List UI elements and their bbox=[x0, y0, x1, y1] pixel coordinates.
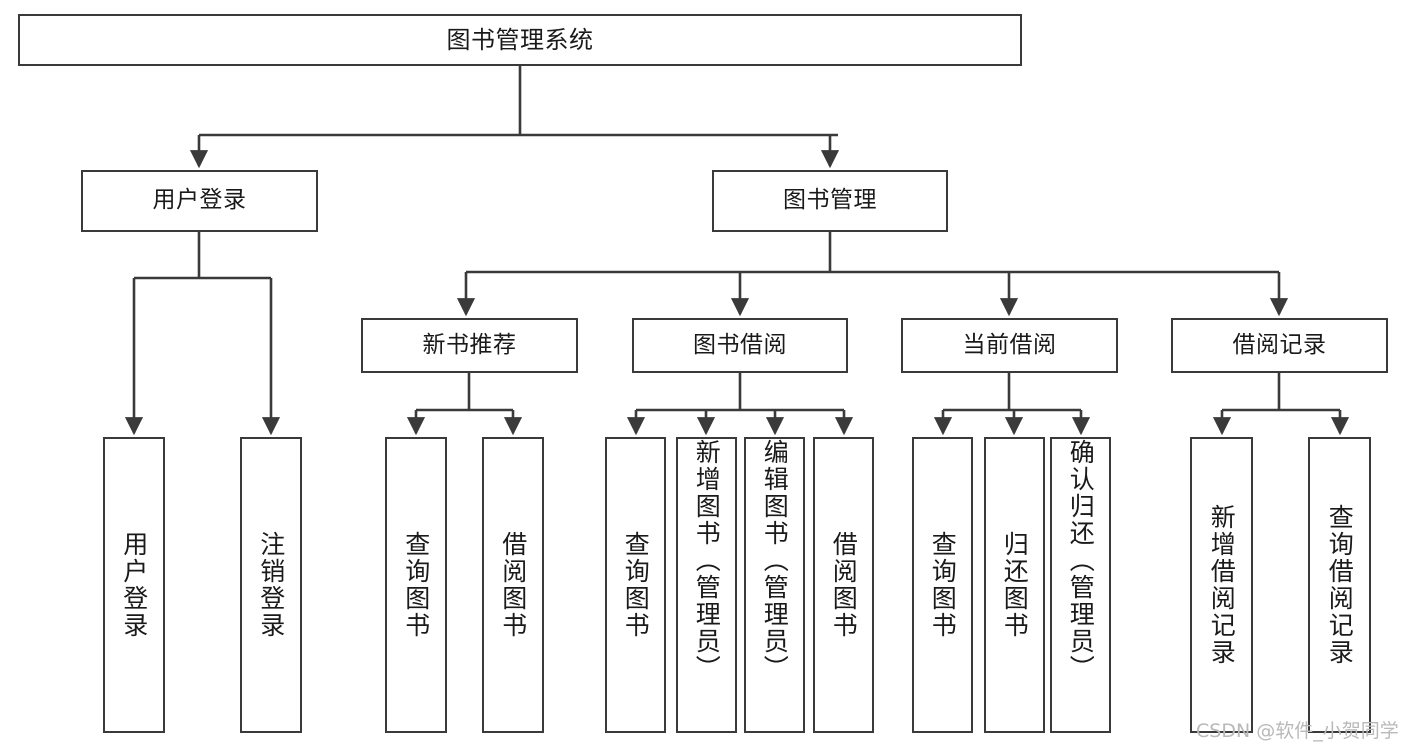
node-label: 新书推荐 bbox=[422, 331, 517, 358]
node-label: 查询图书 bbox=[621, 531, 651, 639]
node-label: 图书管理 bbox=[783, 187, 877, 214]
leaf-borrow-query-book[interactable]: 查询图书 bbox=[605, 437, 666, 733]
node-label: 确认归还（管理员） bbox=[1066, 439, 1096, 682]
leaf-user-login-logout[interactable]: 注销登录 bbox=[240, 437, 302, 733]
node-label: 编辑图书（管理员） bbox=[760, 439, 790, 682]
node-label: 查询借阅记录 bbox=[1325, 504, 1355, 666]
node-book-management[interactable]: 图书管理 bbox=[712, 170, 948, 232]
leaf-record-add-record[interactable]: 新增借阅记录 bbox=[1190, 437, 1253, 733]
leaf-record-query-record[interactable]: 查询借阅记录 bbox=[1308, 437, 1371, 733]
node-label: 新增图书（管理员） bbox=[692, 439, 722, 682]
node-label: 用户登录 bbox=[152, 187, 247, 214]
watermark-csdn: CSDN @软件_小贺同学 bbox=[1196, 716, 1399, 743]
watermark-text: CSDN @软件_小贺同学 bbox=[1196, 720, 1399, 742]
node-label: 借阅图书 bbox=[829, 531, 859, 639]
node-book-borrow[interactable]: 图书借阅 bbox=[632, 318, 848, 373]
node-current-borrow[interactable]: 当前借阅 bbox=[901, 318, 1118, 373]
node-label: 归还图书 bbox=[1000, 531, 1030, 639]
node-label: 查询图书 bbox=[928, 531, 958, 639]
node-label: 新增借阅记录 bbox=[1207, 504, 1237, 666]
node-label: 借阅记录 bbox=[1232, 331, 1327, 358]
node-label: 用户登录 bbox=[119, 531, 149, 639]
leaf-borrow-borrow-book[interactable]: 借阅图书 bbox=[813, 437, 874, 733]
leaf-current-return-book[interactable]: 归还图书 bbox=[984, 437, 1045, 733]
node-label: 查询图书 bbox=[401, 531, 431, 639]
leaf-current-confirm-return-admin[interactable]: 确认归还（管理员） bbox=[1050, 437, 1111, 733]
leaf-newbook-borrow-book[interactable]: 借阅图书 bbox=[482, 437, 544, 733]
node-label: 当前借阅 bbox=[962, 331, 1057, 358]
leaf-current-query-book[interactable]: 查询图书 bbox=[912, 437, 973, 733]
leaf-user-login-login[interactable]: 用户登录 bbox=[103, 437, 165, 733]
node-new-book-recommendation[interactable]: 新书推荐 bbox=[361, 318, 578, 373]
node-borrow-record[interactable]: 借阅记录 bbox=[1171, 318, 1388, 373]
leaf-newbook-query-book[interactable]: 查询图书 bbox=[385, 437, 447, 733]
node-label: 注销登录 bbox=[256, 531, 286, 639]
node-label: 借阅图书 bbox=[498, 531, 528, 639]
leaf-borrow-edit-book-admin[interactable]: 编辑图书（管理员） bbox=[744, 437, 805, 733]
node-label: 图书管理系统 bbox=[446, 25, 594, 54]
leaf-borrow-add-book-admin[interactable]: 新增图书（管理员） bbox=[676, 437, 737, 733]
node-user-login[interactable]: 用户登录 bbox=[81, 170, 318, 232]
node-root-book-management-system[interactable]: 图书管理系统 bbox=[18, 14, 1022, 66]
node-label: 图书借阅 bbox=[693, 331, 787, 358]
